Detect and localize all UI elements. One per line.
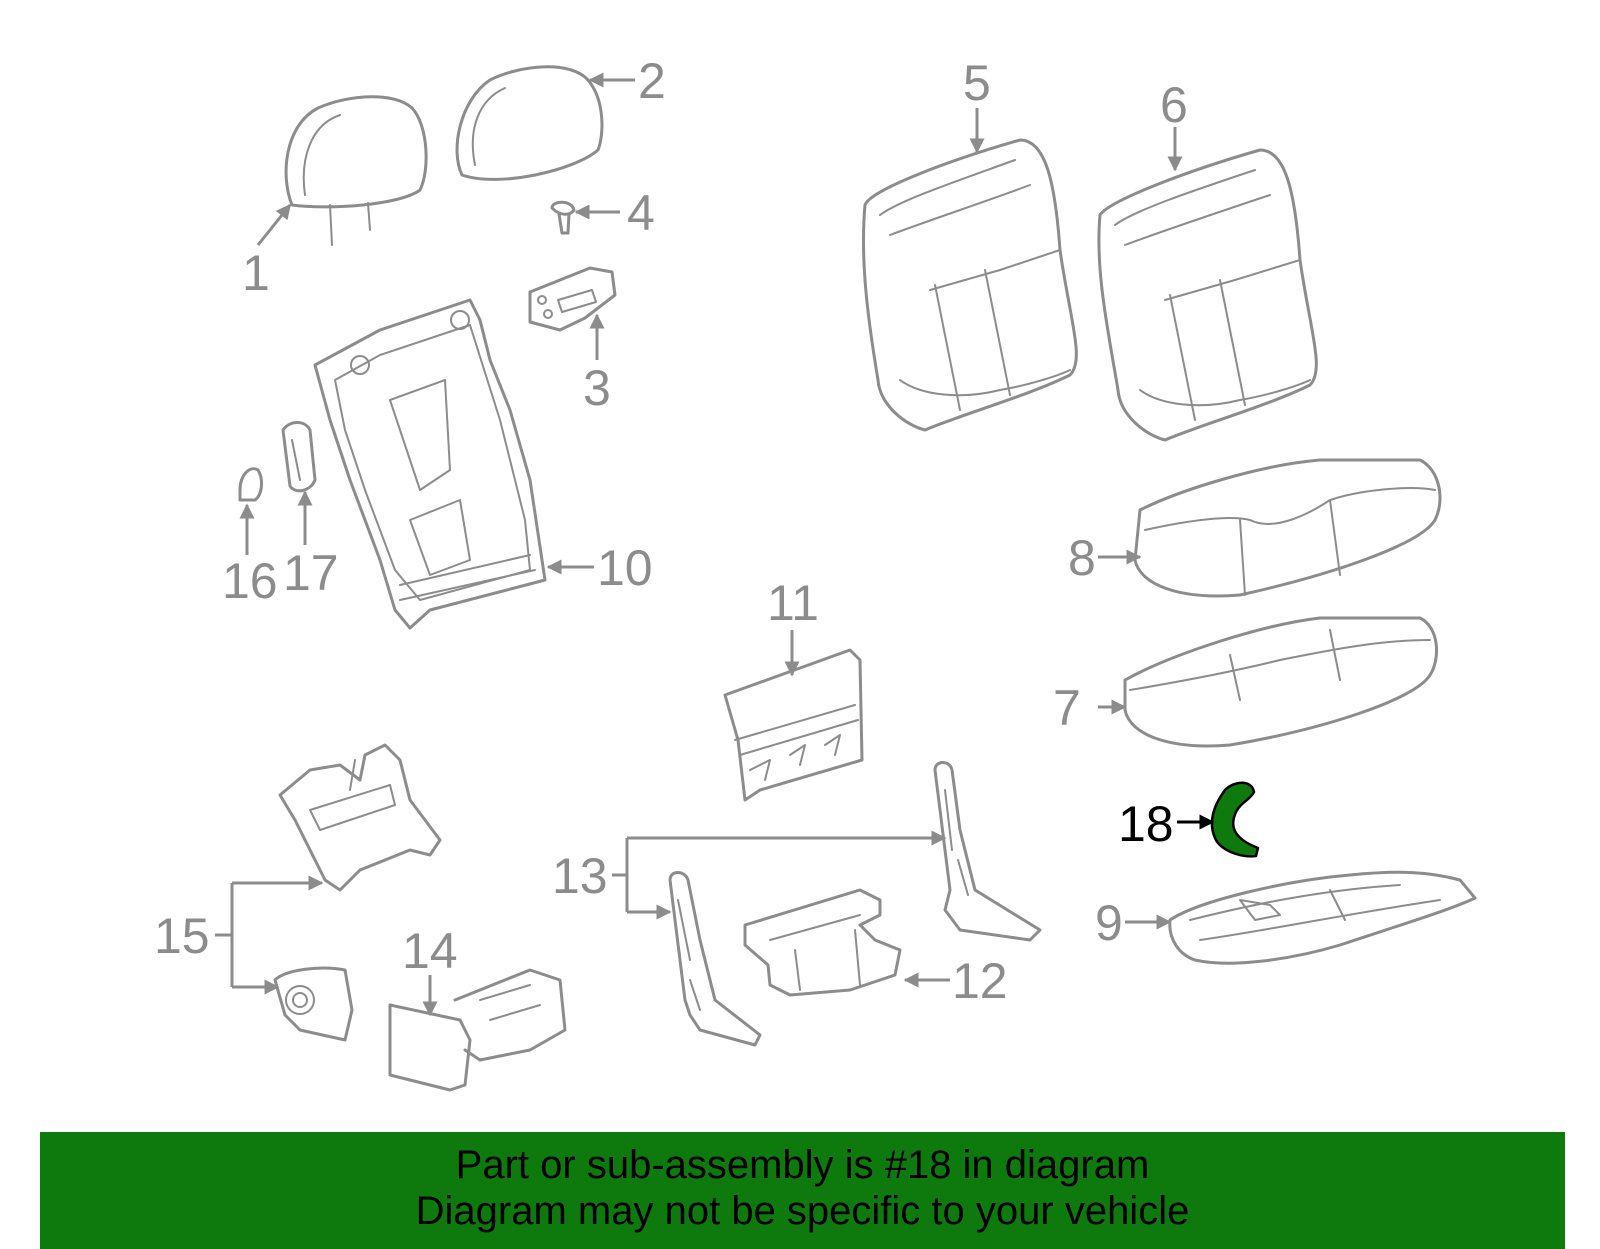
- part-9-seat-frame[interactable]: [1168, 870, 1477, 965]
- callout-2: 2: [638, 53, 666, 109]
- part-11-seatback-board[interactable]: [723, 648, 864, 802]
- part-14-side-cover[interactable]: [388, 968, 567, 1092]
- banner-line-1: Part or sub-assembly is #18 in diagram: [455, 1143, 1150, 1187]
- callout-4: 4: [627, 185, 655, 241]
- part-1-headrest[interactable]: [284, 95, 428, 246]
- info-banner: Part or sub-assembly is #18 in diagram D…: [40, 1132, 1565, 1249]
- part-15-shield-lower[interactable]: [273, 966, 354, 1042]
- callout-8: 8: [1068, 530, 1096, 586]
- leader-lines: [215, 72, 1215, 1017]
- part-6-seatback-cover[interactable]: [1097, 148, 1318, 442]
- callout-12: 12: [952, 953, 1008, 1009]
- part-4-clip[interactable]: [550, 200, 576, 235]
- part-16-cover[interactable]: [238, 467, 264, 502]
- part-5-seatback-cover[interactable]: [861, 138, 1078, 432]
- callout-numbers: 1 2 3 4 5 6 7 8 9 10 11 12 13 14 15 16 1…: [154, 53, 1188, 1009]
- callout-9: 9: [1095, 895, 1123, 951]
- callout-1: 1: [242, 245, 270, 301]
- callout-17: 17: [283, 545, 339, 601]
- callout-15: 15: [154, 908, 210, 964]
- part-12-center-bracket[interactable]: [743, 888, 902, 997]
- part-18-bracket-highlight[interactable]: [1210, 781, 1260, 858]
- callout-10: 10: [597, 540, 653, 596]
- callout-18-highlighted: 18: [1118, 796, 1174, 852]
- callout-5: 5: [963, 55, 991, 111]
- callout-7: 7: [1053, 680, 1081, 736]
- parts-diagram: 1 2 3 4 5 6 7 8 9 10 11 12 13 14 15 16 1…: [154, 53, 1477, 1092]
- callout-6: 6: [1160, 77, 1188, 133]
- callout-14: 14: [402, 923, 458, 979]
- callout-13: 13: [552, 848, 608, 904]
- part-2-headrest[interactable]: [455, 65, 604, 181]
- part-13-hinge-bracket-right[interactable]: [933, 761, 1042, 942]
- callout-3: 3: [583, 360, 611, 416]
- callout-16: 16: [222, 553, 278, 609]
- part-7-cushion-pad[interactable]: [1123, 616, 1439, 748]
- part-3-bracket[interactable]: [528, 266, 617, 332]
- part-17-cover[interactable]: [281, 421, 317, 493]
- callout-11: 11: [767, 575, 819, 631]
- banner-line-2: Diagram may not be specific to your vehi…: [415, 1189, 1190, 1233]
- part-10-seatback-frame[interactable]: [313, 298, 547, 630]
- part-8-cushion-cover[interactable]: [1133, 458, 1442, 598]
- part-15-shield-upper[interactable]: [278, 743, 442, 892]
- part-13-hinge-bracket-left[interactable]: [668, 871, 762, 1047]
